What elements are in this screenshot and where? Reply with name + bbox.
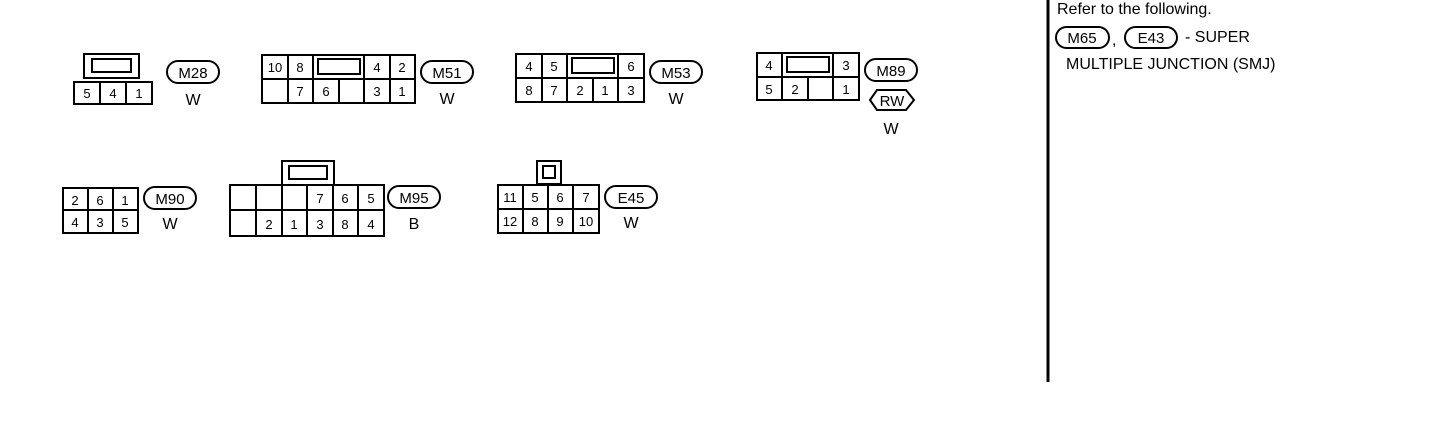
pin-cell: 4	[367, 217, 374, 232]
pin-cell: 8	[296, 60, 303, 75]
pin-cell: 1	[290, 217, 297, 232]
connector-m89: 4 3 5 2 1 M89 RW W	[756, 52, 918, 138]
pin-cell: 10	[268, 60, 282, 75]
pin-cell: 6	[627, 59, 634, 74]
pin-cell: 8	[525, 83, 532, 98]
reference-suffix: - SUPER	[1185, 29, 1250, 46]
pin-cell: 7	[296, 84, 303, 99]
pin-cell: 6	[556, 190, 563, 205]
connector-id-tag: M90	[155, 191, 184, 208]
reference-separator: ,	[1112, 32, 1116, 49]
pin-cell: 5	[121, 215, 128, 230]
connector-m28: 5 4 1 M28 W	[73, 53, 220, 109]
pin-cell: 1	[135, 86, 142, 101]
connector-id-tag: E45	[618, 190, 645, 207]
pin-cell: 7	[316, 191, 323, 206]
wire-color-label: B	[409, 216, 420, 233]
wire-color-label: W	[623, 215, 639, 232]
pin-cell: 4	[765, 58, 772, 73]
connector-id-tag: M51	[432, 65, 461, 82]
pin-cell: 5	[531, 190, 538, 205]
connector-m53: 4 5 6 8 7 2 1 3 M53 W	[515, 53, 703, 108]
pin-cell: 2	[791, 82, 798, 97]
pin-cell: 9	[556, 214, 563, 229]
connector-extra-tag: RW	[880, 93, 906, 110]
pin-cell: 1	[121, 193, 128, 208]
pin-cell: 12	[503, 214, 517, 229]
reference-heading: Refer to the following.	[1057, 1, 1212, 18]
pin-cell: 6	[322, 84, 329, 99]
pin-cell: 10	[579, 214, 593, 229]
reference-line-2: MULTIPLE JUNCTION (SMJ)	[1066, 56, 1275, 73]
reference-note: Refer to the following. M65 , E43 - SUPE…	[1055, 1, 1275, 73]
wire-color-label: W	[162, 216, 178, 233]
pin-cell: 2	[265, 217, 272, 232]
pin-cell: 5	[765, 82, 772, 97]
pin-cell: 3	[316, 217, 323, 232]
wire-color-label: W	[439, 91, 455, 108]
connector-e45: 11 5 6 7 12 8 9 10 E45 W	[497, 160, 658, 234]
pin-cell: 4	[109, 86, 116, 101]
pin-cell: 5	[83, 86, 90, 101]
pin-cell: 8	[341, 217, 348, 232]
pin-cell: 2	[576, 83, 583, 98]
pin-cell: 7	[550, 83, 557, 98]
pin-cell: 4	[373, 60, 380, 75]
reference-tag-m65: M65	[1067, 30, 1096, 47]
pin-cell: 4	[71, 215, 78, 230]
pin-cell: 3	[627, 83, 634, 98]
pin-cell: 1	[601, 83, 608, 98]
pin-cell: 3	[842, 58, 849, 73]
wire-color-label: W	[668, 91, 684, 108]
connector-m95: 7 6 5 2 1 3 8 4 M95 B	[229, 160, 441, 237]
wire-color-label: W	[185, 92, 201, 109]
connector-id-tag: M95	[399, 190, 428, 207]
pin-cell: 6	[96, 193, 103, 208]
pin-cell: 5	[367, 191, 374, 206]
connector-m51: 10 8 4 2 7 6 3 1 M51 W	[261, 54, 474, 108]
pin-cell: 5	[550, 59, 557, 74]
pin-cell: 8	[531, 214, 538, 229]
pin-cell: 3	[373, 84, 380, 99]
pin-cell: 4	[525, 59, 532, 74]
wire-color-label: W	[883, 121, 899, 138]
reference-tag-e43: E43	[1138, 30, 1165, 47]
pin-cell: 11	[503, 190, 517, 205]
pin-cell: 1	[398, 84, 405, 99]
connector-id-tag: M28	[178, 65, 207, 82]
pin-cell: 6	[341, 191, 348, 206]
connector-id-tag: M89	[876, 63, 905, 80]
pin-cell: 3	[96, 215, 103, 230]
connector-id-tag: M53	[661, 65, 690, 82]
pin-cell: 2	[398, 60, 405, 75]
pin-cell: 1	[842, 82, 849, 97]
connector-m90: 2 6 1 4 3 5 M90 W	[62, 186, 197, 234]
pin-cell: 2	[71, 193, 78, 208]
pin-cell: 7	[582, 190, 589, 205]
